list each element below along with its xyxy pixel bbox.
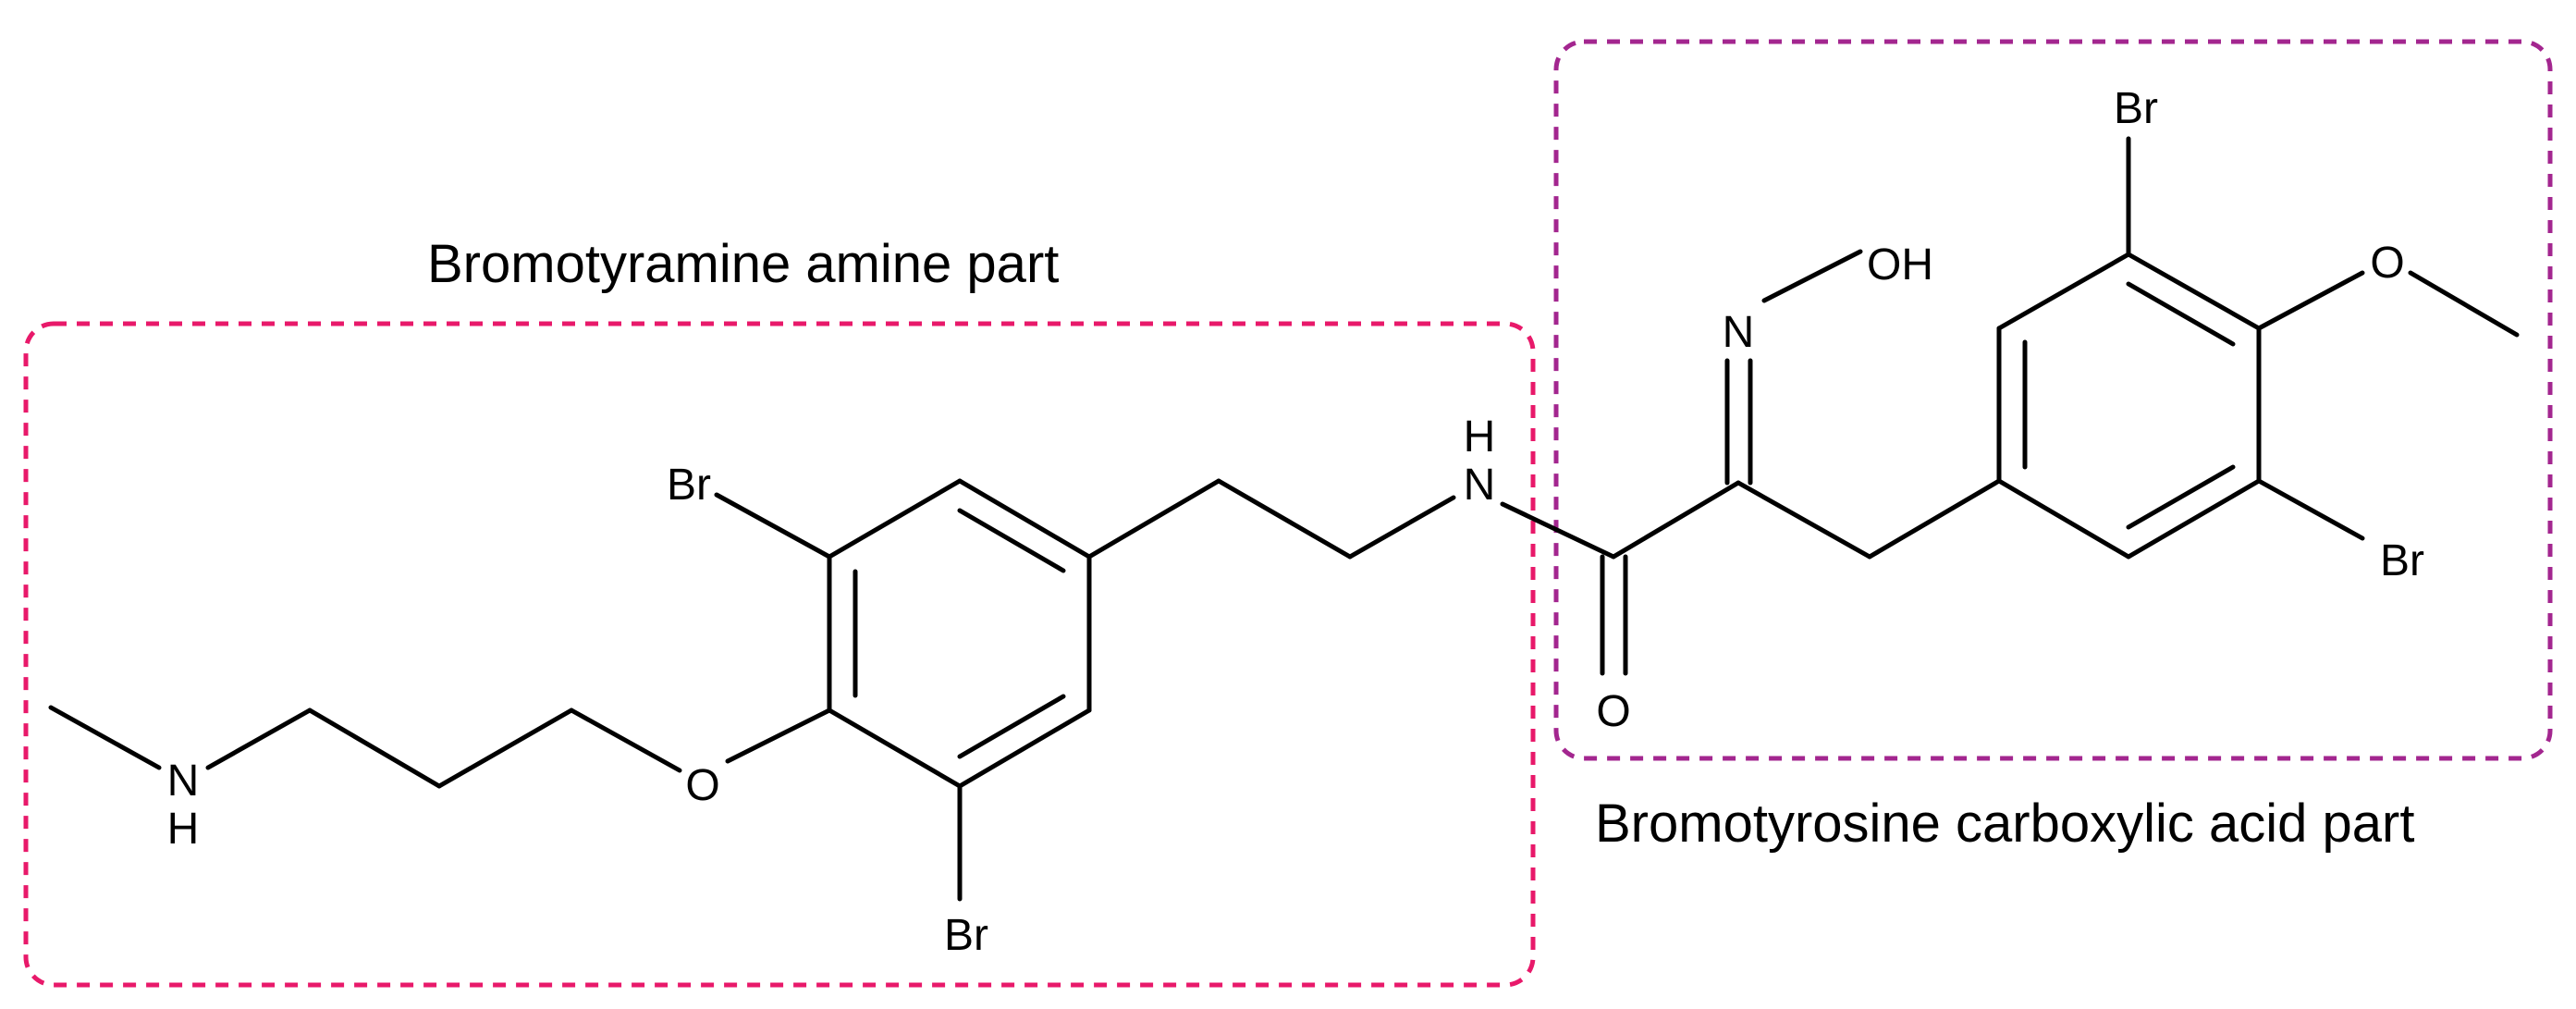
bond-c1-c2 (307, 708, 442, 789)
atom-oh-oxime: OH (1867, 240, 1933, 289)
atom-br-upper-right: Br (2114, 84, 2158, 133)
bond-ring-methoxy-o (2256, 270, 2365, 331)
bond-n-c1 (205, 708, 313, 770)
acid-region-box (1553, 39, 2553, 761)
atom-n-amide: N (1464, 461, 1496, 510)
bond-o-ring (725, 708, 832, 764)
bond-n-carbonyl (1500, 501, 1616, 560)
bond-methyl-n (48, 705, 162, 770)
ring-right-bond-2 (1996, 252, 2131, 331)
ring-left-bond-3-inner (957, 508, 1066, 573)
bond-c3-o (569, 708, 682, 773)
amine-region-box (23, 321, 1536, 988)
bond-calpha-ch2 (1736, 480, 1872, 560)
ring-left-bond-5 (957, 708, 1092, 789)
bond-ring-br-lower-right (2256, 478, 2365, 541)
bond-cb-n (1347, 495, 1456, 560)
bond-ring-ca (1086, 478, 1221, 560)
ring-left-bond-2 (827, 478, 963, 560)
bond-lines (48, 136, 2520, 902)
atom-n-amine: N (167, 757, 200, 806)
ring-right-bond-5-inner (2126, 464, 2236, 530)
atom-h-amide: H (1464, 412, 1496, 461)
atom-br-upper-left: Br (667, 461, 711, 510)
ring-right-bond-5 (2126, 478, 2262, 560)
atom-n-oxime: N (1723, 308, 1755, 357)
atom-o-methoxy: O (2370, 239, 2404, 288)
ring-right-bond-6 (1996, 478, 2131, 560)
bond-n-oh (1761, 249, 1863, 303)
atom-labels: N H O Br Br H N O N OH Br O Br (167, 84, 2424, 960)
atom-o-ether: O (685, 761, 719, 810)
acid-region-label: Bromotyrosine carboxylic acid part (1595, 794, 2414, 854)
amine-region-label: Bromotyramine amine part (427, 234, 1059, 294)
ring-left-bond-5-inner (957, 694, 1066, 759)
bond-c2-c3 (436, 708, 574, 789)
bond-ch2-ring (1867, 478, 2002, 560)
ring-right-bond-3-inner (2126, 281, 2236, 347)
bond-carbonyl-calpha (1611, 480, 1741, 560)
bond-methoxy-methyl (2408, 270, 2520, 338)
ring-right-bond-3 (2126, 252, 2262, 331)
atom-br-lower-left: Br (944, 911, 988, 960)
ring-left-bond-3 (957, 478, 1092, 560)
bond-ca-cb (1216, 478, 1353, 560)
atom-br-lower-right: Br (2380, 536, 2424, 585)
ring-left-bond-6 (827, 708, 963, 789)
atom-o-carbonyl: O (1596, 687, 1630, 736)
atom-h-amine: H (167, 805, 200, 854)
bond-ring-br-upper-left (714, 492, 832, 560)
